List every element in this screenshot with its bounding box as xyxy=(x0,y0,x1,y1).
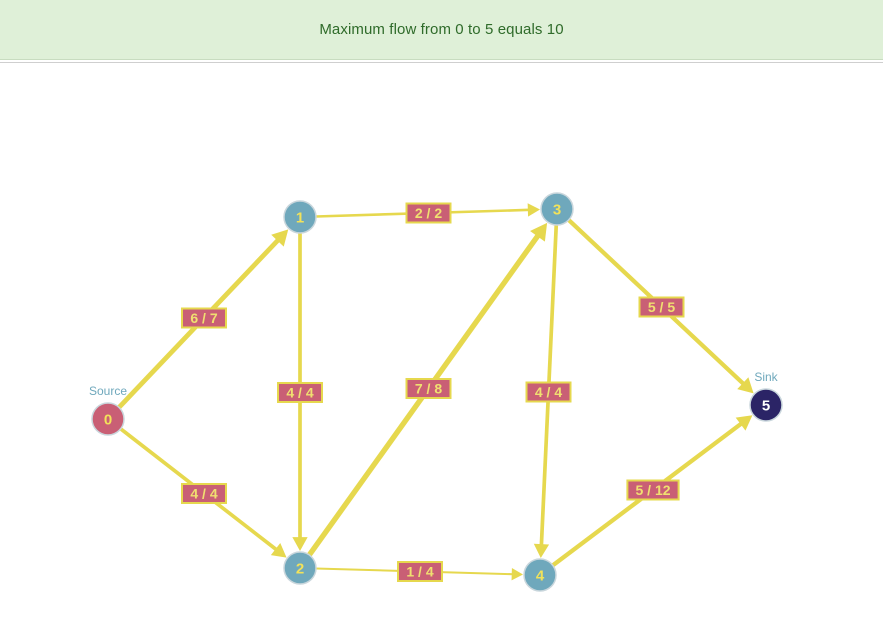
node-label: 0 xyxy=(104,412,112,429)
edge-label-1-2: 4 / 4 xyxy=(277,382,323,403)
edge-label-box xyxy=(638,296,685,318)
edge-label-1-3: 2 / 2 xyxy=(405,202,452,224)
edge-label-box xyxy=(277,382,323,403)
edge-label-3-5: 5 / 5 xyxy=(638,296,685,318)
edge-label-3-4: 4 / 4 xyxy=(525,381,572,403)
edge-label-2-3: 7 / 8 xyxy=(405,378,452,399)
edge-label-text: 4 / 4 xyxy=(190,486,217,502)
edge-label-box xyxy=(181,307,227,329)
flow-graph-canvas: 6 / 7 4 / 4 2 / 2 4 / 4 7 / 8 1 / 4 5 / 5 4 / 4… xyxy=(0,63,883,628)
edge-labels-layer: 6 / 7 4 / 4 2 / 2 4 / 4 7 / 8 1 / 4 5 / 5 4 / 4… xyxy=(181,202,685,582)
edge-arrowhead xyxy=(292,537,308,551)
edge-label-text: 5 / 12 xyxy=(635,482,670,498)
node-0[interactable]: 0 Source xyxy=(89,384,127,436)
edge-label-text: 1 / 4 xyxy=(406,564,433,580)
node-4[interactable]: 4 xyxy=(523,558,557,592)
node-label: 1 xyxy=(296,210,304,227)
edge-arrowhead xyxy=(530,222,548,242)
edge-label-box xyxy=(397,561,443,582)
edge-arrowhead xyxy=(271,229,289,247)
node-circle[interactable] xyxy=(283,551,317,585)
edge-label-text: 4 / 4 xyxy=(535,384,562,400)
node-circle[interactable] xyxy=(91,402,125,436)
node-5[interactable]: 5 Sink xyxy=(749,370,783,422)
node-circle[interactable] xyxy=(540,192,574,226)
edge-label-text: 2 / 2 xyxy=(415,205,442,221)
edge-arrowhead xyxy=(527,203,541,217)
result-message: Maximum flow from 0 to 5 equals 10 xyxy=(319,21,564,38)
edge-arrowhead xyxy=(737,377,754,394)
edge-label-box xyxy=(181,483,227,504)
node-circle[interactable] xyxy=(283,200,317,234)
edge-label-0-1: 6 / 7 xyxy=(181,307,227,329)
nodes-layer: 0 Source 1 2 3 4 5 Sink xyxy=(89,192,783,592)
edge-label-box xyxy=(626,479,680,501)
divider xyxy=(0,62,883,63)
edge-label-0-2: 4 / 4 xyxy=(181,483,227,504)
node-label: 5 xyxy=(762,398,770,415)
edge-label-text: 5 / 5 xyxy=(648,299,675,315)
source-label: Source xyxy=(89,384,127,398)
edge-label-text: 6 / 7 xyxy=(190,310,217,326)
edge-label-box xyxy=(405,378,452,399)
edge-arrowhead xyxy=(533,543,550,559)
node-label: 3 xyxy=(553,202,561,219)
edge-label-2-4: 1 / 4 xyxy=(397,561,443,582)
edge-arrowhead xyxy=(270,542,287,558)
flow-graph: 6 / 7 4 / 4 2 / 2 4 / 4 7 / 8 1 / 4 5 / 5 4 / 4… xyxy=(89,192,783,592)
edge-label-text: 7 / 8 xyxy=(415,381,442,397)
node-1[interactable]: 1 xyxy=(283,200,317,234)
node-3[interactable]: 3 xyxy=(540,192,574,226)
node-circle[interactable] xyxy=(523,558,557,592)
edge-label-box xyxy=(525,381,572,403)
node-label: 2 xyxy=(296,561,304,578)
edge-label-4-5: 5 / 12 xyxy=(626,479,680,501)
sink-label: Sink xyxy=(754,370,778,384)
edge-arrowhead xyxy=(735,415,753,431)
node-circle[interactable] xyxy=(749,388,783,422)
result-banner: Maximum flow from 0 to 5 equals 10 xyxy=(0,0,883,60)
edge-label-text: 4 / 4 xyxy=(286,385,313,401)
node-2[interactable]: 2 xyxy=(283,551,317,585)
edge-label-box xyxy=(405,202,452,224)
edge-arrowhead xyxy=(511,567,524,581)
node-label: 4 xyxy=(536,568,545,585)
